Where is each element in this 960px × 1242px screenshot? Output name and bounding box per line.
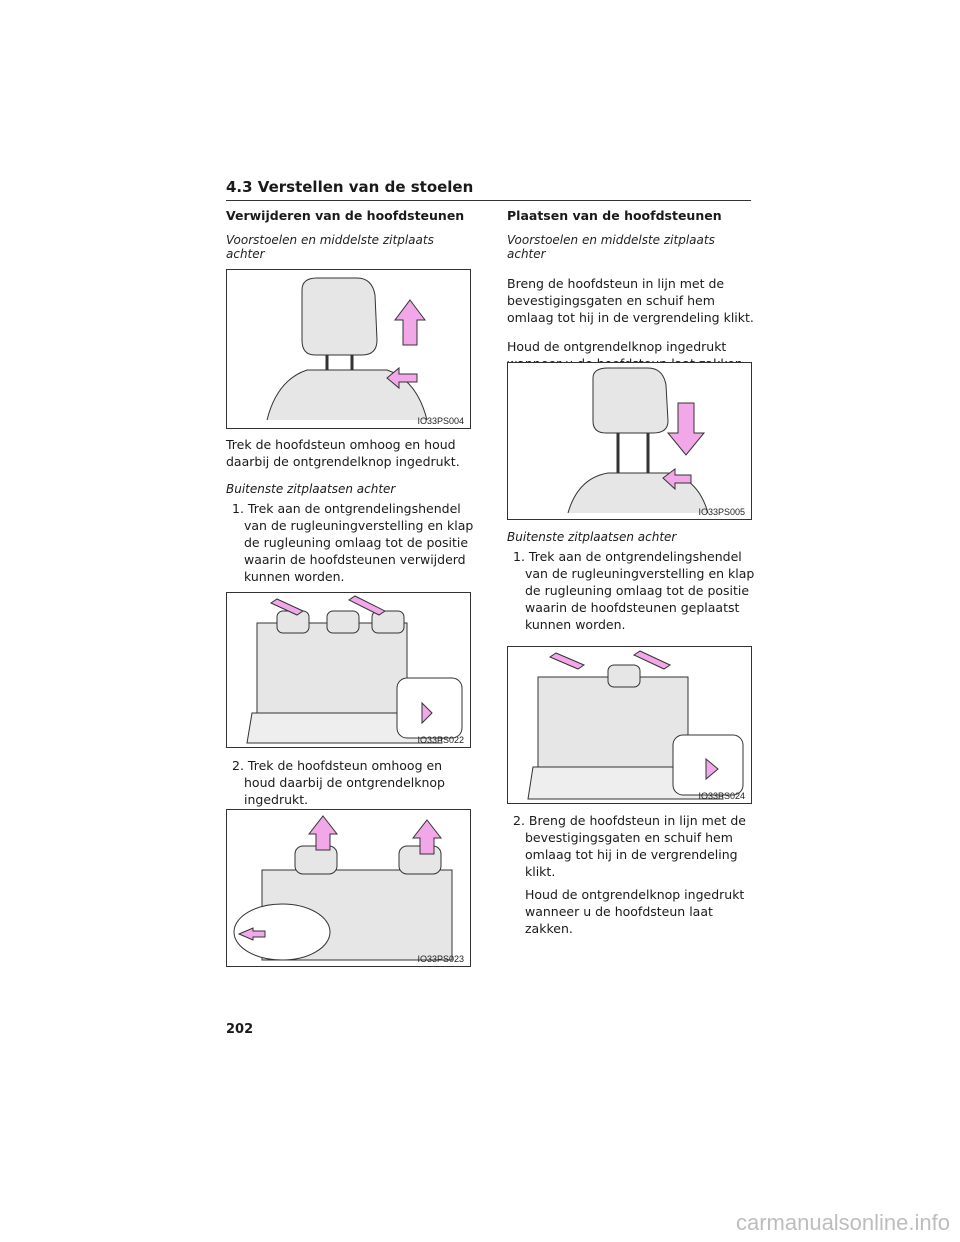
figure-pull-rear-headrest: IO33PS023 — [226, 809, 471, 967]
right-column-mid: Buitenste zitplaatsen achter 1. Trek aan… — [507, 530, 755, 647]
remove-headrest-heading: Verwijderen van de hoofdsteunen — [226, 208, 465, 223]
figure-fold-rear-seat-remove: IO33PS022 — [226, 592, 471, 748]
install-headrest-heading: Plaatsen van de hoofdsteunen — [507, 208, 722, 223]
install-outer-step-2: 2. Breng de hoofdsteun in lijn met de be… — [513, 813, 746, 879]
right-column-lower: 2. Breng de hoofdsteun in lijn met de be… — [507, 812, 755, 949]
left-column: Verwijderen van de hoofdsteunen Voorstoe… — [226, 208, 474, 275]
remove-front-subheading: Voorstoelen en middelste zitplaats achte… — [226, 233, 434, 261]
figure-remove-front-headrest: IO33PS004 — [226, 269, 471, 429]
right-column: Plaatsen van de hoofdsteunen Voorstoelen… — [507, 208, 755, 384]
figure-code: IO33PS004 — [417, 416, 464, 426]
install-outer-step-1: 1. Trek aan de ontgrendelingshendel van … — [513, 549, 755, 632]
figure-code: IO33PS023 — [417, 954, 464, 964]
watermark: carmanualsonline.info — [735, 1210, 950, 1235]
figure-code: IO33PS022 — [417, 735, 464, 745]
page-number: 202 — [226, 1022, 254, 1037]
figure-fold-rear-seat-install: IO33PS024 — [507, 646, 752, 804]
remove-front-instruction: Trek de hoofdsteun omhoog en houd daarbi… — [226, 437, 460, 469]
remove-outer-step-1: 1. Trek aan de ontgrendelingshendel van … — [232, 501, 474, 584]
install-front-subheading: Voorstoelen en middelste zitplaats achte… — [507, 233, 715, 261]
remove-outer-subheading: Buitenste zitplaatsen achter — [226, 482, 396, 496]
section-title: 4.3 Verstellen van de stoelen — [226, 178, 751, 201]
left-column-mid: Trek de hoofdsteun omhoog en houd daarbi… — [226, 436, 474, 599]
install-outer-subheading: Buitenste zitplaatsen achter — [507, 530, 677, 544]
figure-code: IO33PS024 — [698, 791, 745, 801]
left-column-lower: 2. Trek de hoofdsteun omhoog en houd daa… — [226, 757, 474, 822]
figure-code: IO33PS005 — [698, 507, 745, 517]
install-outer-step-2-note: Houd de ontgrendelknop ingedrukt wanneer… — [525, 887, 745, 936]
remove-outer-step-2: 2. Trek de hoofdsteun omhoog en houd daa… — [232, 758, 445, 807]
figure-install-front-headrest: IO33PS005 — [507, 362, 752, 520]
install-front-instruction: Breng de hoofdsteun in lijn met de beves… — [507, 276, 754, 325]
